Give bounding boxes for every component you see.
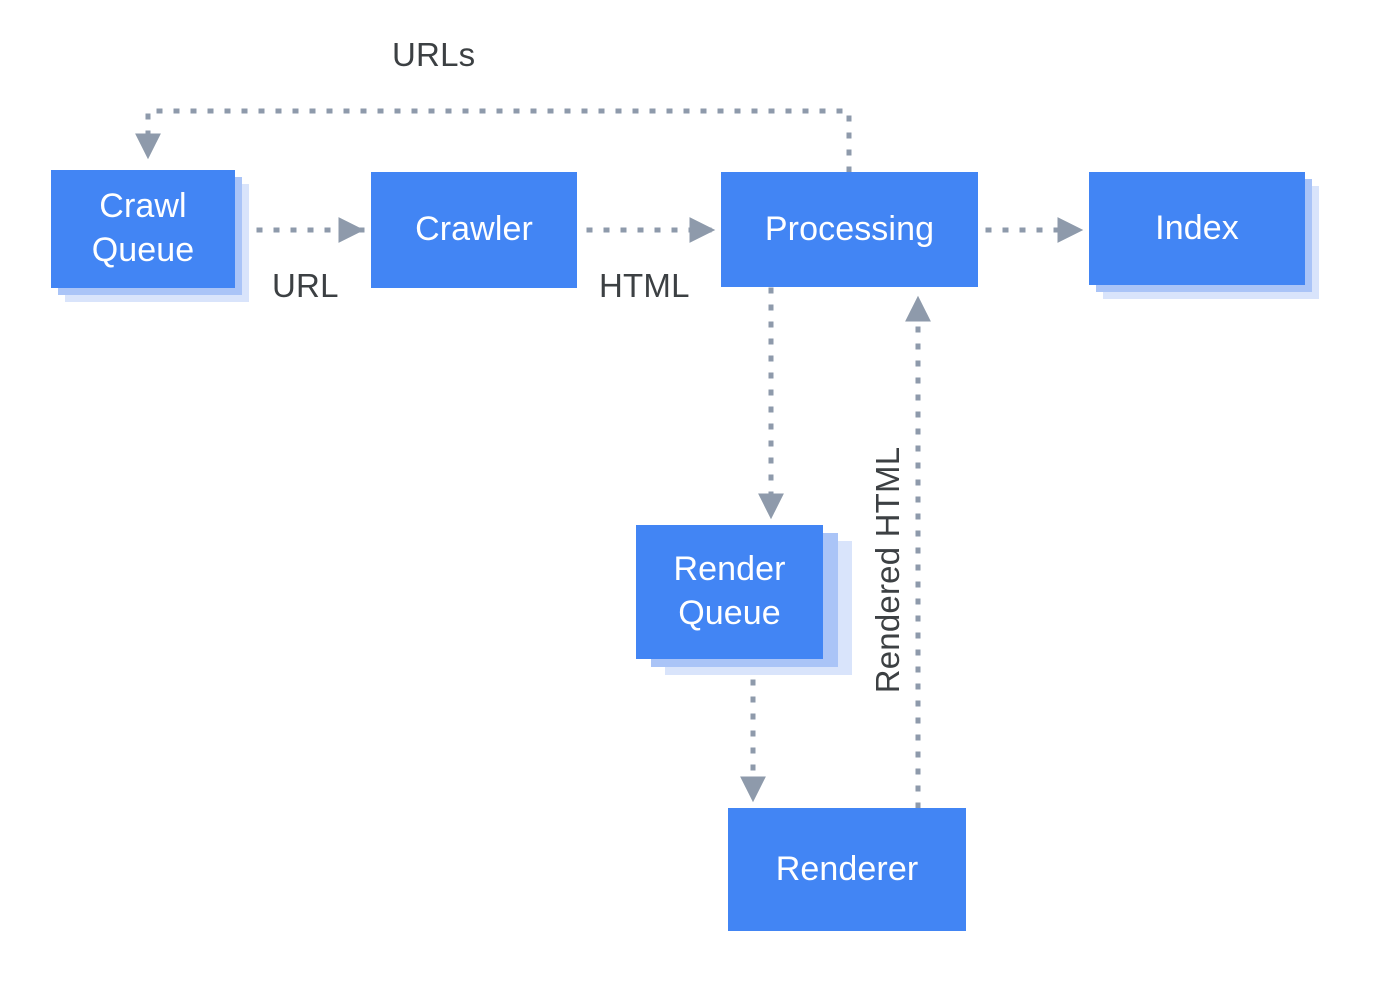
edge-processing-crawlqueue — [135, 108, 852, 173]
node-index[interactable]: Index — [1089, 172, 1305, 285]
node-crawler-label: Crawler — [415, 210, 533, 249]
node-index-label: Index — [1155, 208, 1239, 247]
node-renderer-label: Renderer — [775, 849, 919, 888]
edge-label-urls: URLs — [392, 36, 476, 73]
edge-label-url: URL — [272, 267, 339, 304]
node-crawl-queue[interactable]: Crawl Queue — [51, 170, 235, 288]
node-render-queue[interactable]: Render Queue — [636, 525, 823, 659]
node-renderer[interactable]: Renderer — [728, 808, 966, 931]
node-processing-label: Processing — [764, 209, 935, 248]
edge-label-rendered-html: Rendered HTML — [869, 446, 906, 694]
node-crawl-queue-label: Crawl Queue — [91, 187, 195, 269]
node-processing[interactable]: Processing — [721, 172, 978, 287]
node-crawler[interactable]: Crawler — [371, 172, 577, 288]
node-render-queue-label: Render Queue — [673, 550, 786, 632]
edge-label-html: HTML — [599, 267, 690, 304]
